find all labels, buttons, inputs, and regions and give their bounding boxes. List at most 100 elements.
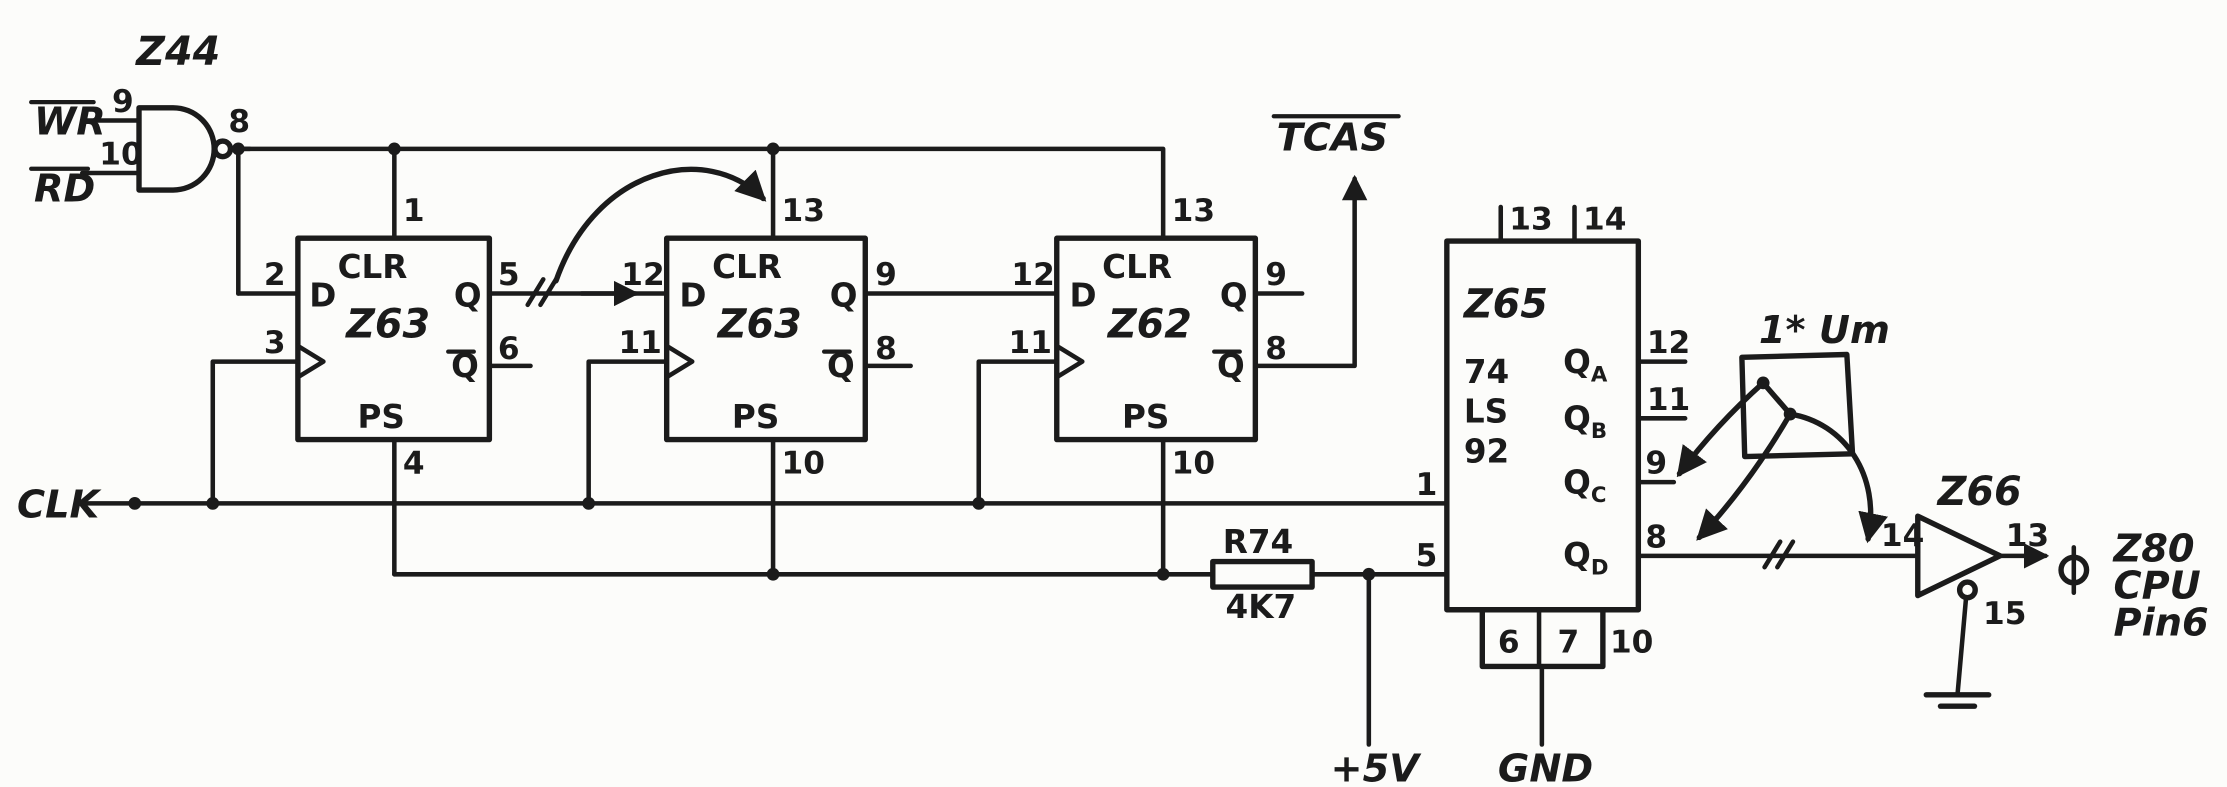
z66-buffer-triangle-icon: [1915, 513, 2003, 599]
ff2-clock-triangle-icon: [664, 343, 695, 380]
ff1-ps-label: PS: [357, 398, 404, 436]
z65-pin5-label: 5: [1416, 538, 1438, 574]
clk-to-ff1: [210, 359, 301, 506]
z65-qd-letter: Q: [1563, 536, 1591, 574]
ff3-body: [1054, 235, 1259, 443]
junction-dot: [1156, 567, 1170, 581]
cut-mark: [538, 277, 559, 308]
ff1-q-label: Q: [454, 276, 482, 314]
z65-pin14-label: 14: [1583, 202, 1626, 238]
z65-qa-letter: Q: [1563, 343, 1591, 381]
z65-pin13-label: 13: [1509, 202, 1552, 238]
z65-ref-label: Z65: [1462, 282, 1548, 328]
junction-dot: [387, 142, 401, 156]
cut-mark: [525, 277, 546, 308]
z65-pin7-label: 7: [1557, 624, 1579, 660]
z65-family1-label: 74: [1464, 353, 1509, 391]
ff1-pin2-label: 2: [264, 257, 286, 293]
ff3-pin10-label: 10: [1172, 446, 1215, 482]
ff2-body: [663, 235, 868, 443]
ff1-pin5-label: 5: [498, 257, 520, 293]
z65-qb-letter: Q: [1563, 400, 1591, 438]
ff2-ref-label: Z63: [716, 301, 802, 347]
ff3-pin11-label: 11: [1009, 325, 1052, 361]
clk-to-ff2: [586, 359, 669, 506]
modification-1-um: 1* Um: [1676, 308, 1890, 544]
preset-rail: R74 4K7 +5V: [392, 523, 1450, 787]
mod-label: 1* Um: [1759, 308, 1890, 353]
wr-signal-label: WR: [34, 100, 106, 145]
clear-rail-wires: [231, 142, 1166, 296]
ff3-ps-label: PS: [1122, 398, 1169, 436]
junction-dot: [972, 497, 986, 510]
vcc-label: +5V: [1331, 746, 1423, 787]
z65-qb-sub: B: [1591, 419, 1607, 444]
mod-box: [1739, 351, 1856, 460]
z66-ref-label: Z66: [1936, 469, 2022, 515]
counter-z65: 13 14 Z65 74 LS 92 QA QB QC QD 12 11 9 8…: [1416, 202, 1691, 787]
z65-pin6-label: 6: [1498, 624, 1520, 660]
mod-curved-arrow: [553, 166, 767, 284]
z65-pin11-label: 11: [1647, 382, 1690, 418]
ff3-ref-label: Z62: [1106, 301, 1192, 347]
mod-internal-wire: [1760, 380, 1793, 417]
ff2-pin13-label: 13: [782, 193, 825, 229]
z66-enable-to-gnd-wire: [1955, 596, 1969, 698]
clear-rail: [236, 146, 1166, 241]
mod-wire-to-qc-arrow: [1676, 380, 1766, 478]
ff3-q-label: Q: [1220, 276, 1248, 314]
ff3-pin13-label: 13: [1172, 193, 1215, 229]
ff3-pin12-label: 12: [1011, 257, 1054, 293]
z65-pin1-label: 1: [1416, 467, 1438, 503]
ff2-ps-label: PS: [732, 398, 779, 436]
z66-enable-bubble-icon: [1956, 579, 1978, 601]
ff3-d-label: D: [1070, 276, 1097, 314]
nand-pin9-label: 9: [112, 84, 134, 120]
junction-dot: [582, 497, 596, 510]
z65-pin10-label: 10: [1610, 624, 1653, 660]
buffer-z66-output: Z66 14 13 15 Z80 CPU Pin6: [1636, 469, 2209, 709]
ff3-clock-triangle-icon: [1054, 343, 1085, 380]
rd-signal-label: RD: [34, 166, 95, 211]
ff1-pin1-label: 1: [403, 193, 425, 229]
junction-dot: [206, 497, 220, 510]
ff3-clr-label: CLR: [1102, 248, 1172, 286]
z65-qb-label: QB: [1563, 400, 1607, 445]
flipflop3-z62: CLR D Z62 Q Q PS 13 12 11 9 8 10: [1009, 193, 1305, 577]
resistor-value-label: 4K7: [1226, 588, 1297, 626]
ff1-pin4-label: 4: [403, 446, 425, 482]
resistor-r74-body-icon: [1210, 558, 1315, 590]
nand-ref-label: Z44: [134, 29, 220, 75]
ff1-d-label: D: [309, 276, 336, 314]
z65-qd-sub: D: [1591, 555, 1609, 580]
ff2-pin11-label: 11: [618, 325, 661, 361]
mod-wire-to-line-arrow: [1787, 411, 1888, 544]
cut-mark: [1762, 539, 1783, 570]
z66-pin15-label: 15: [1983, 596, 2026, 632]
ff1-pin6-label: 6: [498, 331, 520, 367]
z66-pin13-label: 13: [2006, 518, 2049, 554]
ff2-q-label: Q: [830, 276, 858, 314]
z65-pin12-label: 12: [1647, 325, 1690, 361]
z65-qd-label: QD: [1563, 536, 1608, 581]
ff2-pin9-label: 9: [875, 257, 897, 293]
cpu-label-line1: Z80: [2113, 527, 2195, 572]
z65-qc-label: QC: [1563, 463, 1606, 508]
z65-family3-label: 92: [1464, 432, 1509, 470]
junction-dot: [128, 497, 142, 510]
junction-dot: [231, 142, 245, 156]
junction-dot: [766, 567, 780, 581]
ff1-pin3-label: 3: [264, 325, 286, 361]
z65-qc-letter: Q: [1563, 463, 1591, 501]
gnd-label: GND: [1498, 746, 1593, 787]
ff2-d-label: D: [679, 276, 706, 314]
ff1-clr-label: CLR: [338, 248, 408, 286]
tcas-output: TCAS: [1253, 114, 1401, 369]
ff2-pin12-label: 12: [621, 257, 664, 293]
ff3-pin9-label: 9: [1265, 257, 1287, 293]
flipflop2-z63: CLR D Z63 Q Q PS 13 12 11 9 8 10: [618, 193, 1060, 577]
ff2-pin8-label: 8: [875, 331, 897, 367]
flipflop1-z63: CLR D Z63 Q Q PS 1 2 3 5 6 4: [264, 193, 669, 577]
